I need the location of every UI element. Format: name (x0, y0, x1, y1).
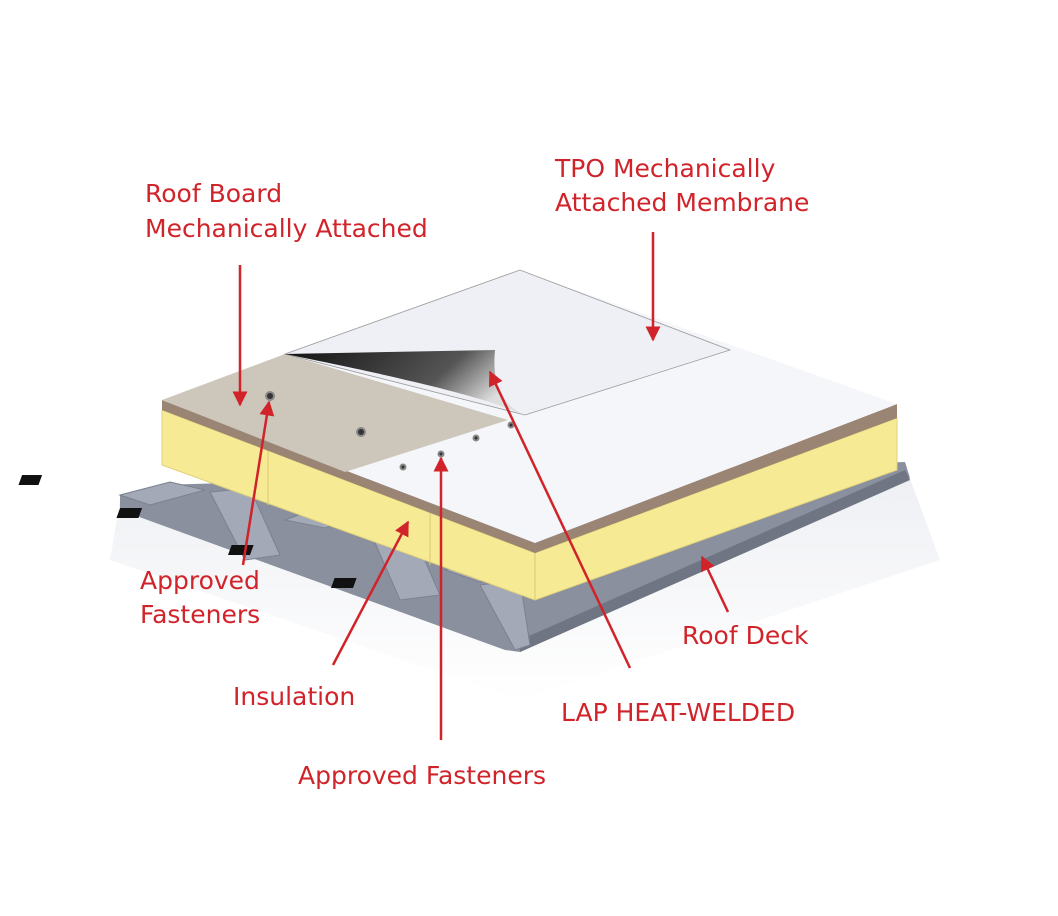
membrane-fold (285, 350, 525, 415)
arrow-approved-fasteners-left (241, 400, 275, 566)
fastener (472, 434, 480, 442)
label-tpo-line1: TPO Mechanically (554, 154, 776, 183)
label-approved-fasteners-left-line2: Fasteners (140, 600, 260, 629)
label-roof-board-line2: Mechanically Attached (145, 214, 428, 243)
roof-board (162, 354, 508, 472)
membrane-sheet (283, 269, 732, 416)
fastener (437, 450, 445, 458)
label-approved-fasteners-left-line1: Approved (140, 566, 260, 595)
label-roof-board-line1: Roof Board (145, 179, 282, 208)
fasteners (265, 391, 515, 471)
label-insulation: Insulation (233, 682, 355, 711)
label-lap-heat-welded: LAP HEAT-WELDED (561, 698, 795, 727)
fastener-plate (265, 391, 275, 401)
arrow-roof-deck (700, 555, 730, 613)
fastener (507, 421, 515, 429)
fastener (399, 463, 407, 471)
fastener-plate (356, 427, 366, 437)
arrow-insulation (331, 520, 410, 666)
label-tpo-line2: Attached Membrane (555, 188, 809, 217)
label-roof-deck: Roof Deck (682, 621, 809, 650)
arrow-lap-heat-welded (488, 370, 632, 669)
label-approved-fasteners-bottom: Approved Fasteners (298, 761, 546, 790)
